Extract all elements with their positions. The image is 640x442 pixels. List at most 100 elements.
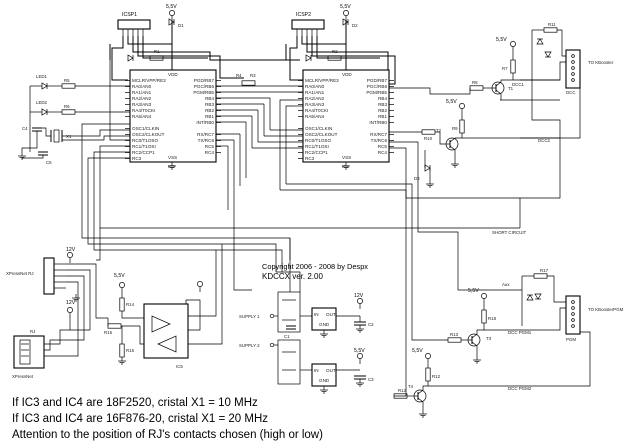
pgm-diode-2 — [534, 293, 542, 300]
pgm-connector: TO KBoosterPGM PGM — [565, 295, 624, 342]
ic3-pin-pgd-rb7: PGD/RB7 — [194, 78, 215, 83]
ic3-microcontroller: VDD VSS IC3 MCLR/VPP/RE3RA0/AN0RA1/AN1RA… — [125, 69, 221, 170]
ic3-pin-ra5-an4: RA5/AN4 — [132, 114, 152, 119]
r17-resistor: R17 — [533, 268, 549, 279]
ic4-vdd: VDD — [342, 72, 352, 77]
r5-label: R5 — [64, 78, 70, 83]
ic3-pin-ra0-an0: RA0/AN0 — [132, 84, 152, 89]
supply1-label: SUPPLY 1 — [239, 314, 260, 319]
ic4-pin-osc2-clkout: OSC2/CLKOUT — [305, 132, 338, 137]
r10-resistor: R10 — [421, 129, 436, 141]
c4-label: C4 — [22, 126, 28, 131]
ic5-label: IC5 — [176, 364, 183, 369]
note-16f876: If IC3 and IC4 are 16F876-20, cristal X1… — [12, 413, 268, 425]
ic3-pin-ra4-t0cki: RA4/T0CKI — [132, 108, 155, 113]
icsp2-connector: ICSP2 — [291, 12, 325, 36]
vcc-t3: 5,5V R18 — [468, 288, 497, 324]
transistor-t4: T4 — [408, 384, 427, 403]
xpressnet-connector: XPressNet RJ — [12, 329, 45, 379]
copyright-text: Copyright 2006 - 2008 by Despx — [262, 262, 368, 271]
xpressnet-rj-label: XPressNet RJ — [6, 271, 34, 276]
t4-label: T4 — [408, 384, 414, 389]
vcc-t2: 5,5V R9 — [446, 99, 465, 134]
dcc-pgm2-label: DCC PGM2 — [508, 386, 532, 391]
r1-resistor: R1 — [149, 49, 164, 61]
vcc-top-left-label: 5,5V — [166, 4, 177, 10]
ic4-pin-ra5-an4: RA5/AN4 — [305, 114, 325, 119]
vcc-t4-label: 5,5V — [412, 348, 423, 354]
dcc1-net-label: DCC1 — [512, 82, 525, 87]
transistor-t1: T1 — [489, 81, 514, 95]
r9-label: R9 — [452, 126, 458, 131]
reg2-gnd: GND — [319, 378, 330, 383]
ic3-pin-mclr-vpp-re3: MCLR/VPP/RE3 — [132, 78, 166, 83]
cap-c2: C2 — [354, 316, 374, 327]
ic3-pin-rx-rc7: RX/RC7 — [197, 132, 214, 137]
ic3-pin-int-rb0: INT/RB0 — [196, 120, 214, 125]
booster-pgm-label: TO KBoosterPGM — [588, 307, 624, 312]
r12-label-b: R12 — [432, 374, 441, 379]
ic4-vss: VSS — [342, 155, 351, 160]
r15-resistor: R15 — [104, 323, 122, 335]
pgm-diode-1 — [526, 294, 534, 301]
bridge-diodes-2 — [277, 339, 301, 385]
r3-label: R3 — [250, 73, 256, 78]
r8-resistor: R8 — [469, 80, 484, 91]
short-circuit-label: SHORT CIRCUIT — [492, 230, 527, 235]
ic4-pin-ra0-an0: RA0/AN0 — [305, 84, 325, 89]
regulator-1: IN OUT GND — [311, 307, 337, 331]
vcc-top-mid: 5,5V D2 — [340, 4, 358, 44]
r12-resistor: R12 — [393, 388, 408, 399]
r4-label: R4 — [236, 73, 242, 78]
ic4-pin-tx-rc6: TX/RC6 — [371, 138, 388, 143]
ic4-pin-ra2-an2: RA2/AN2 — [305, 96, 325, 101]
reg1-in: IN — [314, 312, 319, 317]
vcc-top-mid-label: 5,5V — [340, 4, 351, 10]
ic4-microcontroller: VDD VSS IC4 MCLR/VPP/RE3RA0/AN0RA1/AN1RA… — [298, 69, 394, 170]
ic4-pin-ra1-an1: RA1/AN1 — [305, 90, 325, 95]
r10-label: R10 — [424, 136, 433, 141]
cap-c5: C5 — [38, 151, 52, 165]
icsp-wiring — [109, 36, 396, 85]
vcc-ic5-b — [197, 281, 203, 293]
xpressnet-label: XPressNet — [12, 374, 34, 379]
ic4-pin-rx-rc7: RX/RC7 — [370, 132, 387, 137]
cap-c1: C1 — [284, 325, 296, 339]
ic4-pin-rc2-ccp1: RC2/CCP1 — [305, 150, 328, 155]
c5-label: C5 — [46, 160, 52, 165]
ic4-pin-pgc-rb6: PGC/RB6 — [367, 84, 388, 89]
version-text: KDCCX ver. 2.00 — [262, 272, 323, 281]
ic4-pin-rc5: RC5 — [378, 144, 388, 149]
r6-label: R6 — [64, 104, 70, 109]
ic4-pin-int-rb0: INT/RB0 — [369, 120, 387, 125]
t2-label: T2 — [436, 128, 442, 133]
vcc-12v-reg: 12V — [354, 293, 364, 310]
supply2-label: SUPPLY 2 — [239, 343, 260, 348]
led2: LED2 R6 — [30, 100, 130, 116]
r12-label: R12 — [398, 388, 407, 393]
ic3-pin-pgc-rb6: PGC/RB6 — [194, 84, 215, 89]
vcc-t3-label: 5,5V — [468, 288, 479, 294]
ic3-pin-rb1: RB1 — [205, 114, 214, 119]
ic5-bias-wiring — [107, 311, 140, 344]
vcc-top-left: 5,5V D1 — [166, 4, 184, 44]
ic4-label: IC4 — [342, 164, 349, 169]
r18-label: R18 — [488, 316, 497, 321]
vcc-12v-a: 12V — [66, 247, 76, 264]
oscillator-wiring — [21, 60, 130, 159]
ic3-pin-rc1-t1osi: RC1/T1OSI — [132, 144, 156, 149]
t2-wiring — [389, 131, 560, 160]
ic3-label: IC3 — [168, 164, 175, 169]
d-small-top-left — [127, 54, 134, 62]
note-18f2520: If IC3 and IC4 are 18F2520, cristal X1 =… — [12, 397, 258, 409]
icsp1-label: ICSP1 — [122, 12, 137, 18]
ic3-vdd: VDD — [168, 72, 178, 77]
aux-connections — [233, 141, 459, 291]
ic4-pin-rb4: RB4 — [378, 96, 387, 101]
ic4-pin-rb1: RB1 — [378, 114, 387, 119]
r4-r3-pair: R4 R3 — [236, 73, 256, 86]
vcc-t1: 5,5V R7 — [496, 37, 516, 80]
vcc-12v-reg-label: 12V — [354, 293, 364, 299]
d-small-top-mid — [305, 54, 312, 62]
r3-resistor: R2 — [327, 49, 342, 61]
